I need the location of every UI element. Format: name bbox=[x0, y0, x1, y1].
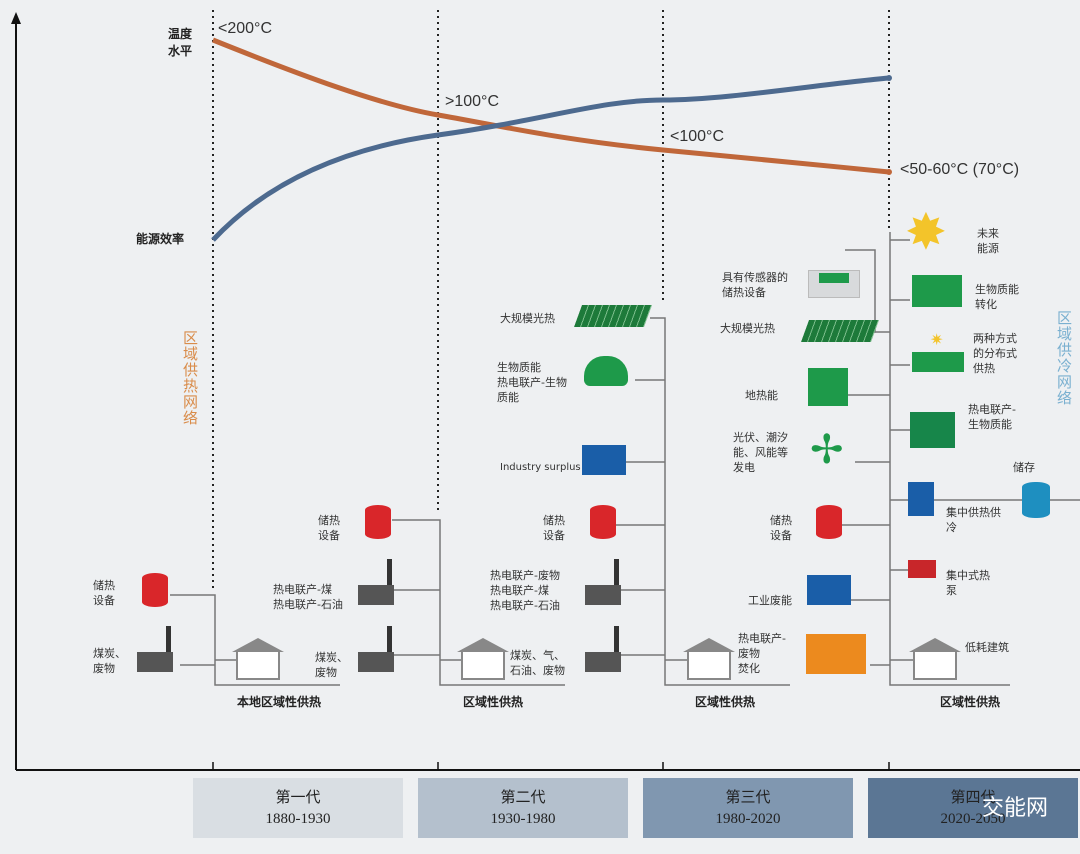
generation-years: 1930-1980 bbox=[490, 811, 556, 827]
gen1-title: 本地区域性供热 bbox=[237, 695, 322, 709]
gen4-solar-label: 大规模光热 bbox=[720, 322, 775, 335]
temp-label-1: <200°C bbox=[218, 20, 272, 37]
efficiency-axis-label: 能源效率 bbox=[136, 232, 185, 246]
storage-tank-icon bbox=[142, 573, 168, 607]
biomass-conversion-icon bbox=[912, 275, 962, 307]
factory-icon bbox=[582, 445, 626, 475]
incineration-plant-icon bbox=[806, 634, 866, 674]
gen4-heat-pump-label: 集中式热 泵 bbox=[946, 569, 990, 597]
house-icon bbox=[232, 638, 284, 680]
cooling-network-label: 区域供冷网络 bbox=[1055, 310, 1073, 406]
gen4-chp-biomass-label: 热电联产- 生物质能 bbox=[968, 403, 1016, 431]
gen1-coal-label: 煤炭、 废物 bbox=[93, 647, 126, 675]
storage-tank-icon bbox=[590, 505, 616, 539]
gen2-coal-label: 煤炭、 废物 bbox=[315, 651, 348, 679]
gen4-distributed-label: 两种方式 的分布式 供热 bbox=[973, 332, 1017, 375]
district-heating-cooling-icon bbox=[908, 482, 934, 516]
generation-name: 第一代 bbox=[275, 790, 321, 806]
solar-panel-icon bbox=[800, 320, 880, 342]
watermark: 交能网 bbox=[981, 795, 1048, 820]
efficiency-curve bbox=[211, 75, 890, 242]
chp-plant-icon bbox=[585, 559, 621, 605]
gen4-storage-label: 储热 设备 bbox=[770, 514, 792, 542]
gen2-storage-label: 储热 设备 bbox=[318, 514, 340, 542]
temp-label-2: >100°C bbox=[445, 93, 499, 110]
y-axis-arrow bbox=[11, 12, 21, 24]
chp-plant-icon bbox=[358, 559, 394, 605]
gen3-solar-label: 大规模光热 bbox=[500, 312, 555, 325]
gen4-storage-right-label: 储存 bbox=[1013, 461, 1035, 474]
gen2-title: 区域性供热 bbox=[463, 695, 524, 709]
star-icon: ✸ bbox=[905, 203, 947, 261]
chp-biomass-icon bbox=[910, 412, 955, 448]
generation-name: 第三代 bbox=[725, 790, 771, 806]
low-energy-building-icon bbox=[909, 638, 961, 680]
gen4-geothermal-label: 地热能 bbox=[745, 389, 778, 402]
power-plant-icon bbox=[585, 626, 621, 672]
generation-years: 1980-2020 bbox=[715, 811, 781, 827]
temp-label-4: <50-60°C (70°C) bbox=[900, 161, 1020, 178]
factory-icon bbox=[807, 575, 851, 605]
gen3-industry-label: Industry surplus bbox=[500, 462, 581, 473]
house-icon bbox=[457, 638, 509, 680]
solar-panel-icon bbox=[573, 305, 653, 327]
heating-network-label: 区域供热网络 bbox=[181, 330, 199, 426]
generation-2-box: 第二代 1930-1980 bbox=[418, 778, 628, 838]
gen4-renewables-label: 光伏、潮汐 能、风能等 发电 bbox=[733, 431, 788, 474]
gen4-sensor-storage-label: 具有传感器的 储热设备 bbox=[722, 271, 788, 299]
gen3-chp-label: 热电联产-废物 热电联产-煤 热电联产-石油 bbox=[490, 569, 560, 612]
gen4-low-energy-label: 低耗建筑 bbox=[965, 641, 1009, 654]
gen4-incineration-label: 热电联产- 废物 焚化 bbox=[738, 632, 786, 675]
gen3-title: 区域性供热 bbox=[695, 695, 756, 709]
gen2-chp-label: 热电联产-煤 热电联产-石油 bbox=[273, 583, 343, 611]
gen4-waste-heat-label: 工业废能 bbox=[748, 594, 792, 607]
generation-4-box: 第四代 2020-2050 交能网 bbox=[868, 778, 1078, 838]
gen3-storage-label: 储热 设备 bbox=[543, 514, 565, 542]
geothermal-plant-icon bbox=[808, 368, 848, 406]
gen3-biomass-label: 生物质能 热电联产-生物 质能 bbox=[497, 361, 567, 404]
power-plant-icon bbox=[358, 626, 394, 672]
tree-icon bbox=[584, 356, 628, 386]
generation-name: 第四代 bbox=[950, 790, 996, 806]
era-dividers bbox=[212, 10, 890, 590]
distributed-heating-icon bbox=[912, 352, 964, 372]
power-plant-icon bbox=[137, 626, 173, 672]
gen4-title: 区域性供热 bbox=[940, 695, 1001, 709]
heat-pump-icon bbox=[908, 560, 936, 578]
temp-label-3: <100°C bbox=[670, 128, 724, 145]
house-icon bbox=[683, 638, 735, 680]
generation-years: 1880-1930 bbox=[265, 811, 331, 827]
generation-years: 2020-2050 bbox=[940, 811, 1006, 827]
generation-name: 第二代 bbox=[500, 790, 546, 806]
storage-tank-icon bbox=[816, 505, 842, 539]
gen4-heating-cooling-label: 集中供热供 冷 bbox=[946, 506, 1001, 534]
sensor-storage-icon bbox=[808, 270, 860, 298]
sun-icon: ✷ bbox=[930, 330, 944, 349]
temperature-axis-label: 温度 水平 bbox=[168, 27, 193, 58]
connector-lines bbox=[170, 232, 1080, 686]
gen3-fuel-label: 煤炭、气、 石油、废物 bbox=[510, 649, 565, 677]
temperature-curve bbox=[212, 37, 890, 175]
gen4-biomass-conversion-label: 生物质能 转化 bbox=[975, 283, 1019, 311]
wind-turbine-icon: ✢ bbox=[810, 427, 844, 473]
generation-3-box: 第三代 1980-2020 bbox=[643, 778, 853, 838]
generation-1-box: 第一代 1880-1930 bbox=[193, 778, 403, 838]
storage-tank-icon bbox=[1022, 482, 1050, 518]
gen4-future-label: 未来 能源 bbox=[977, 227, 999, 255]
gen1-storage-label: 储热 设备 bbox=[93, 579, 115, 607]
storage-tank-icon bbox=[365, 505, 391, 539]
